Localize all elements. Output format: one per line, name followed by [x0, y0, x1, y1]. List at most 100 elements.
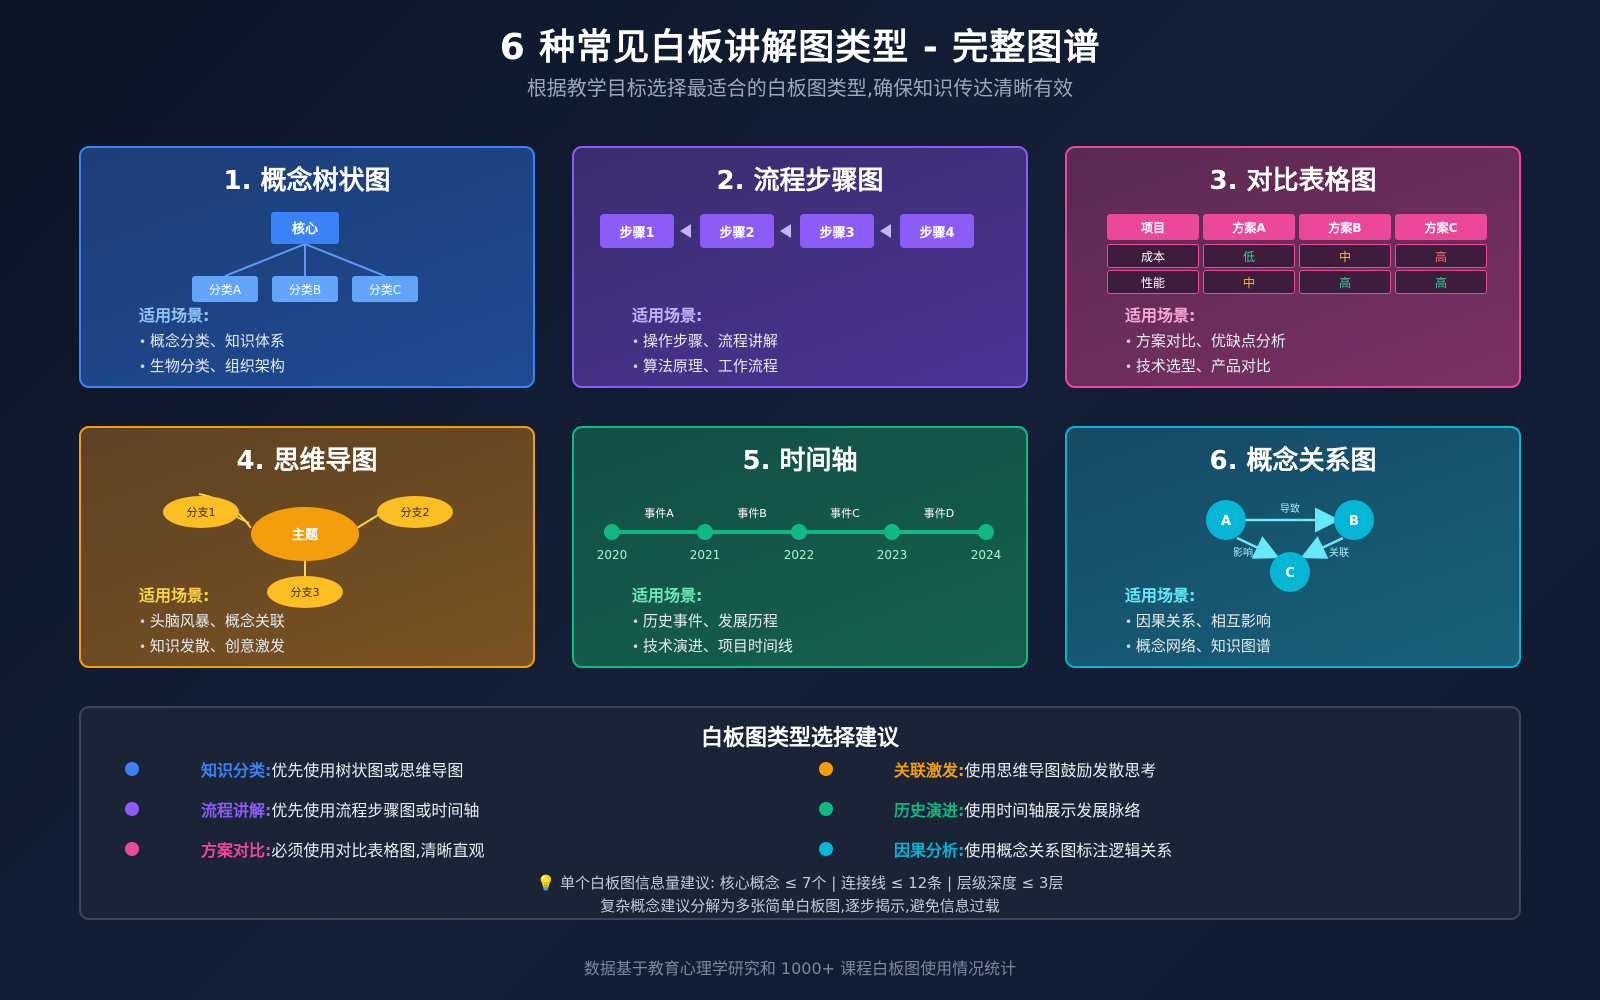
tree-diagram: 核心 分类A 分类B 分类C — [192, 212, 418, 302]
relation-node-label: B — [1349, 514, 1359, 529]
timeline-year-label: 2023 — [877, 548, 908, 562]
tip-label: 方案对比: — [201, 841, 272, 860]
relation-node — [1334, 500, 1374, 540]
card-comparison-table: 3. 对比表格图 项目 方案A 方案B 方案C 成本 低 中 高 性能 中 高 … — [1065, 146, 1521, 388]
timeline-event-label: 事件A — [644, 507, 674, 520]
card-concept-tree: 1. 概念树状图 核心 分类A 分类B 分类C 适用场景: 概念分类、知识体系 … — [79, 146, 535, 388]
table-cell: 成本 — [1107, 244, 1199, 268]
arrow-left-icon — [680, 224, 691, 238]
scene-item: 技术演进、项目时间线 — [632, 634, 793, 659]
card-title: 6. 概念关系图 — [1209, 446, 1377, 476]
table-cell: 性能 — [1107, 270, 1199, 294]
timeline-point — [978, 524, 994, 540]
tree-child-label: 分类A — [209, 283, 242, 297]
advice-tip: 知识分类:优先使用树状图或思维导图 — [201, 756, 463, 782]
card-timeline: 5. 时间轴 事件A 事件B 事件C 事件D 2020 2021 2022 20… — [572, 426, 1028, 668]
timeline-point — [791, 524, 807, 540]
bullet-dot-icon — [125, 762, 139, 776]
scene-item: 方案对比、优缺点分析 — [1125, 329, 1286, 354]
arrow-left-icon — [880, 224, 891, 238]
scene-heading: 适用场景: — [632, 306, 703, 325]
tree-child-node — [352, 276, 418, 302]
timeline-event-label: 事件C — [830, 507, 860, 520]
tip-text: 必须使用对比表格图,清晰直观 — [271, 841, 485, 860]
table-header-cell: 方案B — [1299, 214, 1391, 240]
scene-list: 头脑风暴、概念关联 知识发散、创意激发 — [139, 609, 285, 659]
relation-node-label: A — [1221, 514, 1231, 529]
flow-step: 步骤2 — [700, 214, 774, 248]
relation-edge-label: 影响 — [1233, 546, 1253, 559]
scene-item: 算法原理、工作流程 — [632, 354, 778, 379]
footer-note: 数据基于教育心理学研究和 1000+ 课程白板图使用情况统计 — [583, 959, 1017, 978]
table-cell: 高 — [1395, 244, 1487, 268]
page-title: 6 种常见白板讲解图类型 - 完整图谱 — [499, 27, 1101, 68]
advice-tip: 因果分析:使用概念关系图标注逻辑关系 — [894, 836, 1172, 862]
mindmap-branch-node — [267, 576, 343, 608]
tip-label: 历史演进: — [894, 801, 965, 820]
mindmap-branch-node — [377, 496, 453, 528]
card-title: 4. 思维导图 — [236, 446, 378, 476]
table-header-cell: 方案C — [1395, 214, 1487, 240]
relation-edge — [1300, 536, 1344, 559]
scene-item: 操作步骤、流程讲解 — [632, 329, 778, 354]
tip-label: 知识分类: — [201, 761, 272, 780]
scene-item: 概念分类、知识体系 — [139, 329, 285, 354]
relation-edge-label: 关联 — [1329, 546, 1349, 559]
timeline-point — [884, 524, 900, 540]
timeline-diagram: 事件A 事件B 事件C 事件D 2020 2021 2022 2023 2024 — [597, 507, 1002, 562]
relation-edge — [1236, 536, 1280, 559]
arrow-left-icon — [780, 224, 791, 238]
tip-text: 使用时间轴展示发展脉络 — [964, 801, 1141, 820]
scene-item: 历史事件、发展历程 — [632, 609, 793, 634]
card-mind-map: 4. 思维导图 主题 分支1 分支2 分支3 适用场景: 头脑风暴、概念关联 知… — [79, 426, 535, 668]
table-cell: 中 — [1299, 244, 1391, 268]
table-cell: 高 — [1299, 270, 1391, 294]
relation-edge-label: 导致 — [1280, 502, 1300, 515]
flow-step: 步骤1 — [600, 214, 674, 248]
mindmap-branch-node — [163, 496, 239, 528]
advice-tip: 关联激发:使用思维导图鼓励发散思考 — [894, 756, 1156, 782]
scene-heading: 适用场景: — [139, 586, 210, 605]
tree-root-node — [271, 212, 339, 244]
table-header-cell: 项目 — [1107, 214, 1199, 240]
tree-child-node — [272, 276, 338, 302]
advice-tip: 方案对比:必须使用对比表格图,清晰直观 — [201, 836, 485, 862]
timeline-point — [697, 524, 713, 540]
bullet-dot-icon — [125, 842, 139, 856]
scene-item: 因果关系、相互影响 — [1125, 609, 1271, 634]
timeline-event-label: 事件D — [924, 507, 954, 520]
card-title: 2. 流程步骤图 — [716, 166, 884, 196]
page-subtitle: 根据教学目标选择最适合的白板图类型,确保知识传达清晰有效 — [526, 76, 1074, 100]
card-concept-relation: 6. 概念关系图 A B C 导致 影响 关联 适用场景: 因果关系、相互影响 … — [1065, 426, 1521, 668]
card-title: 5. 时间轴 — [742, 446, 858, 476]
scene-item: 生物分类、组织架构 — [139, 354, 285, 379]
mindmap-branch-label: 分支1 — [187, 506, 216, 519]
tip-label: 流程讲解: — [201, 801, 272, 820]
mindmap-center-label: 主题 — [292, 527, 319, 543]
tip-text: 使用概念关系图标注逻辑关系 — [964, 841, 1173, 860]
flow-step: 步骤4 — [900, 214, 974, 248]
scene-item: 技术选型、产品对比 — [1125, 354, 1286, 379]
card-title: 1. 概念树状图 — [223, 166, 391, 196]
mindmap-diagram: 主题 分支1 分支2 分支3 — [163, 493, 453, 608]
scene-list: 操作步骤、流程讲解 算法原理、工作流程 — [632, 329, 778, 379]
table-cell: 高 — [1395, 270, 1487, 294]
timeline-year-label: 2024 — [971, 548, 1002, 562]
relation-node — [1270, 552, 1310, 592]
bullet-dot-icon — [125, 802, 139, 816]
relation-diagram: A B C 导致 影响 关联 — [1206, 500, 1374, 592]
tip-text: 优先使用流程步骤图或时间轴 — [271, 801, 480, 820]
tree-child-label: 分类C — [369, 283, 401, 297]
tip-label: 因果分析: — [894, 841, 965, 860]
scene-heading: 适用场景: — [1125, 306, 1196, 325]
table-header-cell: 方案A — [1203, 214, 1295, 240]
scene-heading: 适用场景: — [632, 586, 703, 605]
tip-text: 优先使用树状图或思维导图 — [271, 761, 464, 780]
bullet-dot-icon — [819, 842, 833, 856]
bullet-dot-icon — [819, 762, 833, 776]
scene-list: 方案对比、优缺点分析 技术选型、产品对比 — [1125, 329, 1286, 379]
scene-item: 概念网络、知识图谱 — [1125, 634, 1271, 659]
table-cell: 低 — [1203, 244, 1295, 268]
timeline-year-label: 2022 — [784, 548, 815, 562]
scene-item: 知识发散、创意激发 — [139, 634, 285, 659]
